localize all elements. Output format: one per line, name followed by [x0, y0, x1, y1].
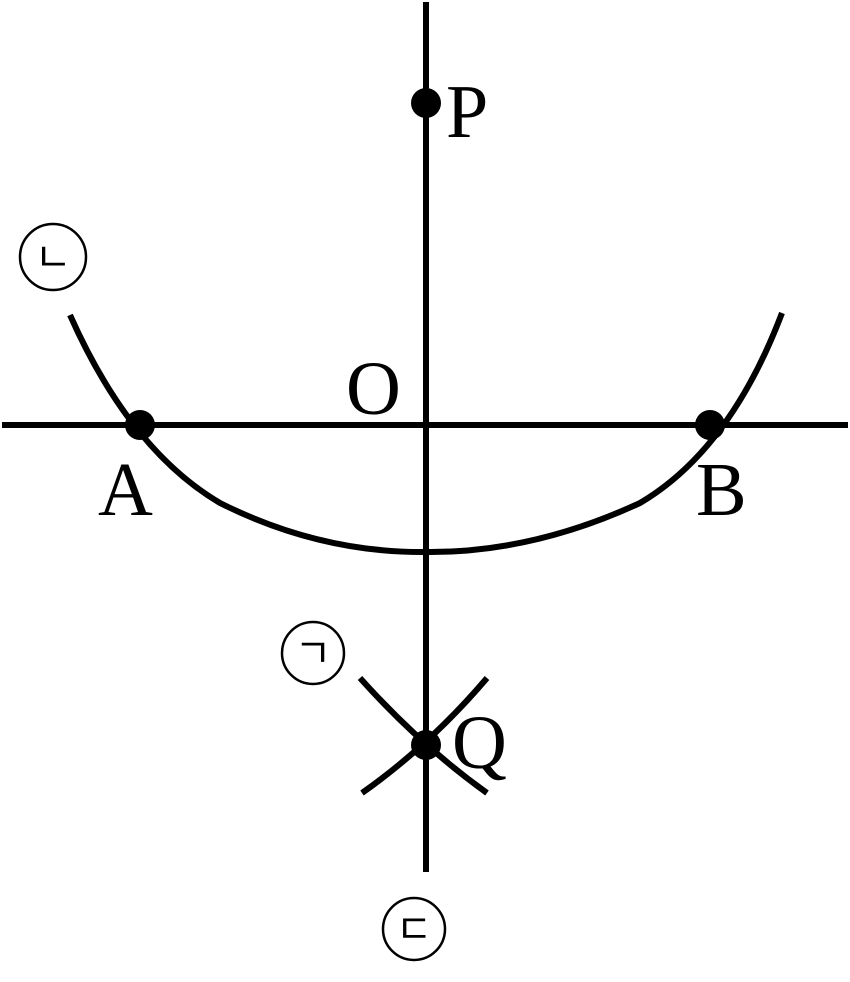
marker-c: ㄷ: [381, 896, 447, 962]
marker-a: ㄱ: [280, 620, 346, 686]
point-b: [695, 410, 725, 440]
point-a: [125, 410, 155, 440]
marker-a-text: ㄱ: [295, 631, 332, 677]
label-b: B: [696, 448, 747, 532]
label-q: Q: [452, 701, 507, 785]
marker-b: ㄴ: [18, 222, 88, 292]
marker-c-text: ㄷ: [396, 907, 433, 953]
point-p: [411, 88, 441, 118]
label-p: P: [446, 70, 488, 154]
marker-b-text: ㄴ: [35, 235, 72, 281]
label-a: A: [98, 448, 153, 532]
point-q: [411, 730, 441, 760]
label-o: O: [346, 347, 401, 431]
arc-b: [67, 311, 785, 556]
